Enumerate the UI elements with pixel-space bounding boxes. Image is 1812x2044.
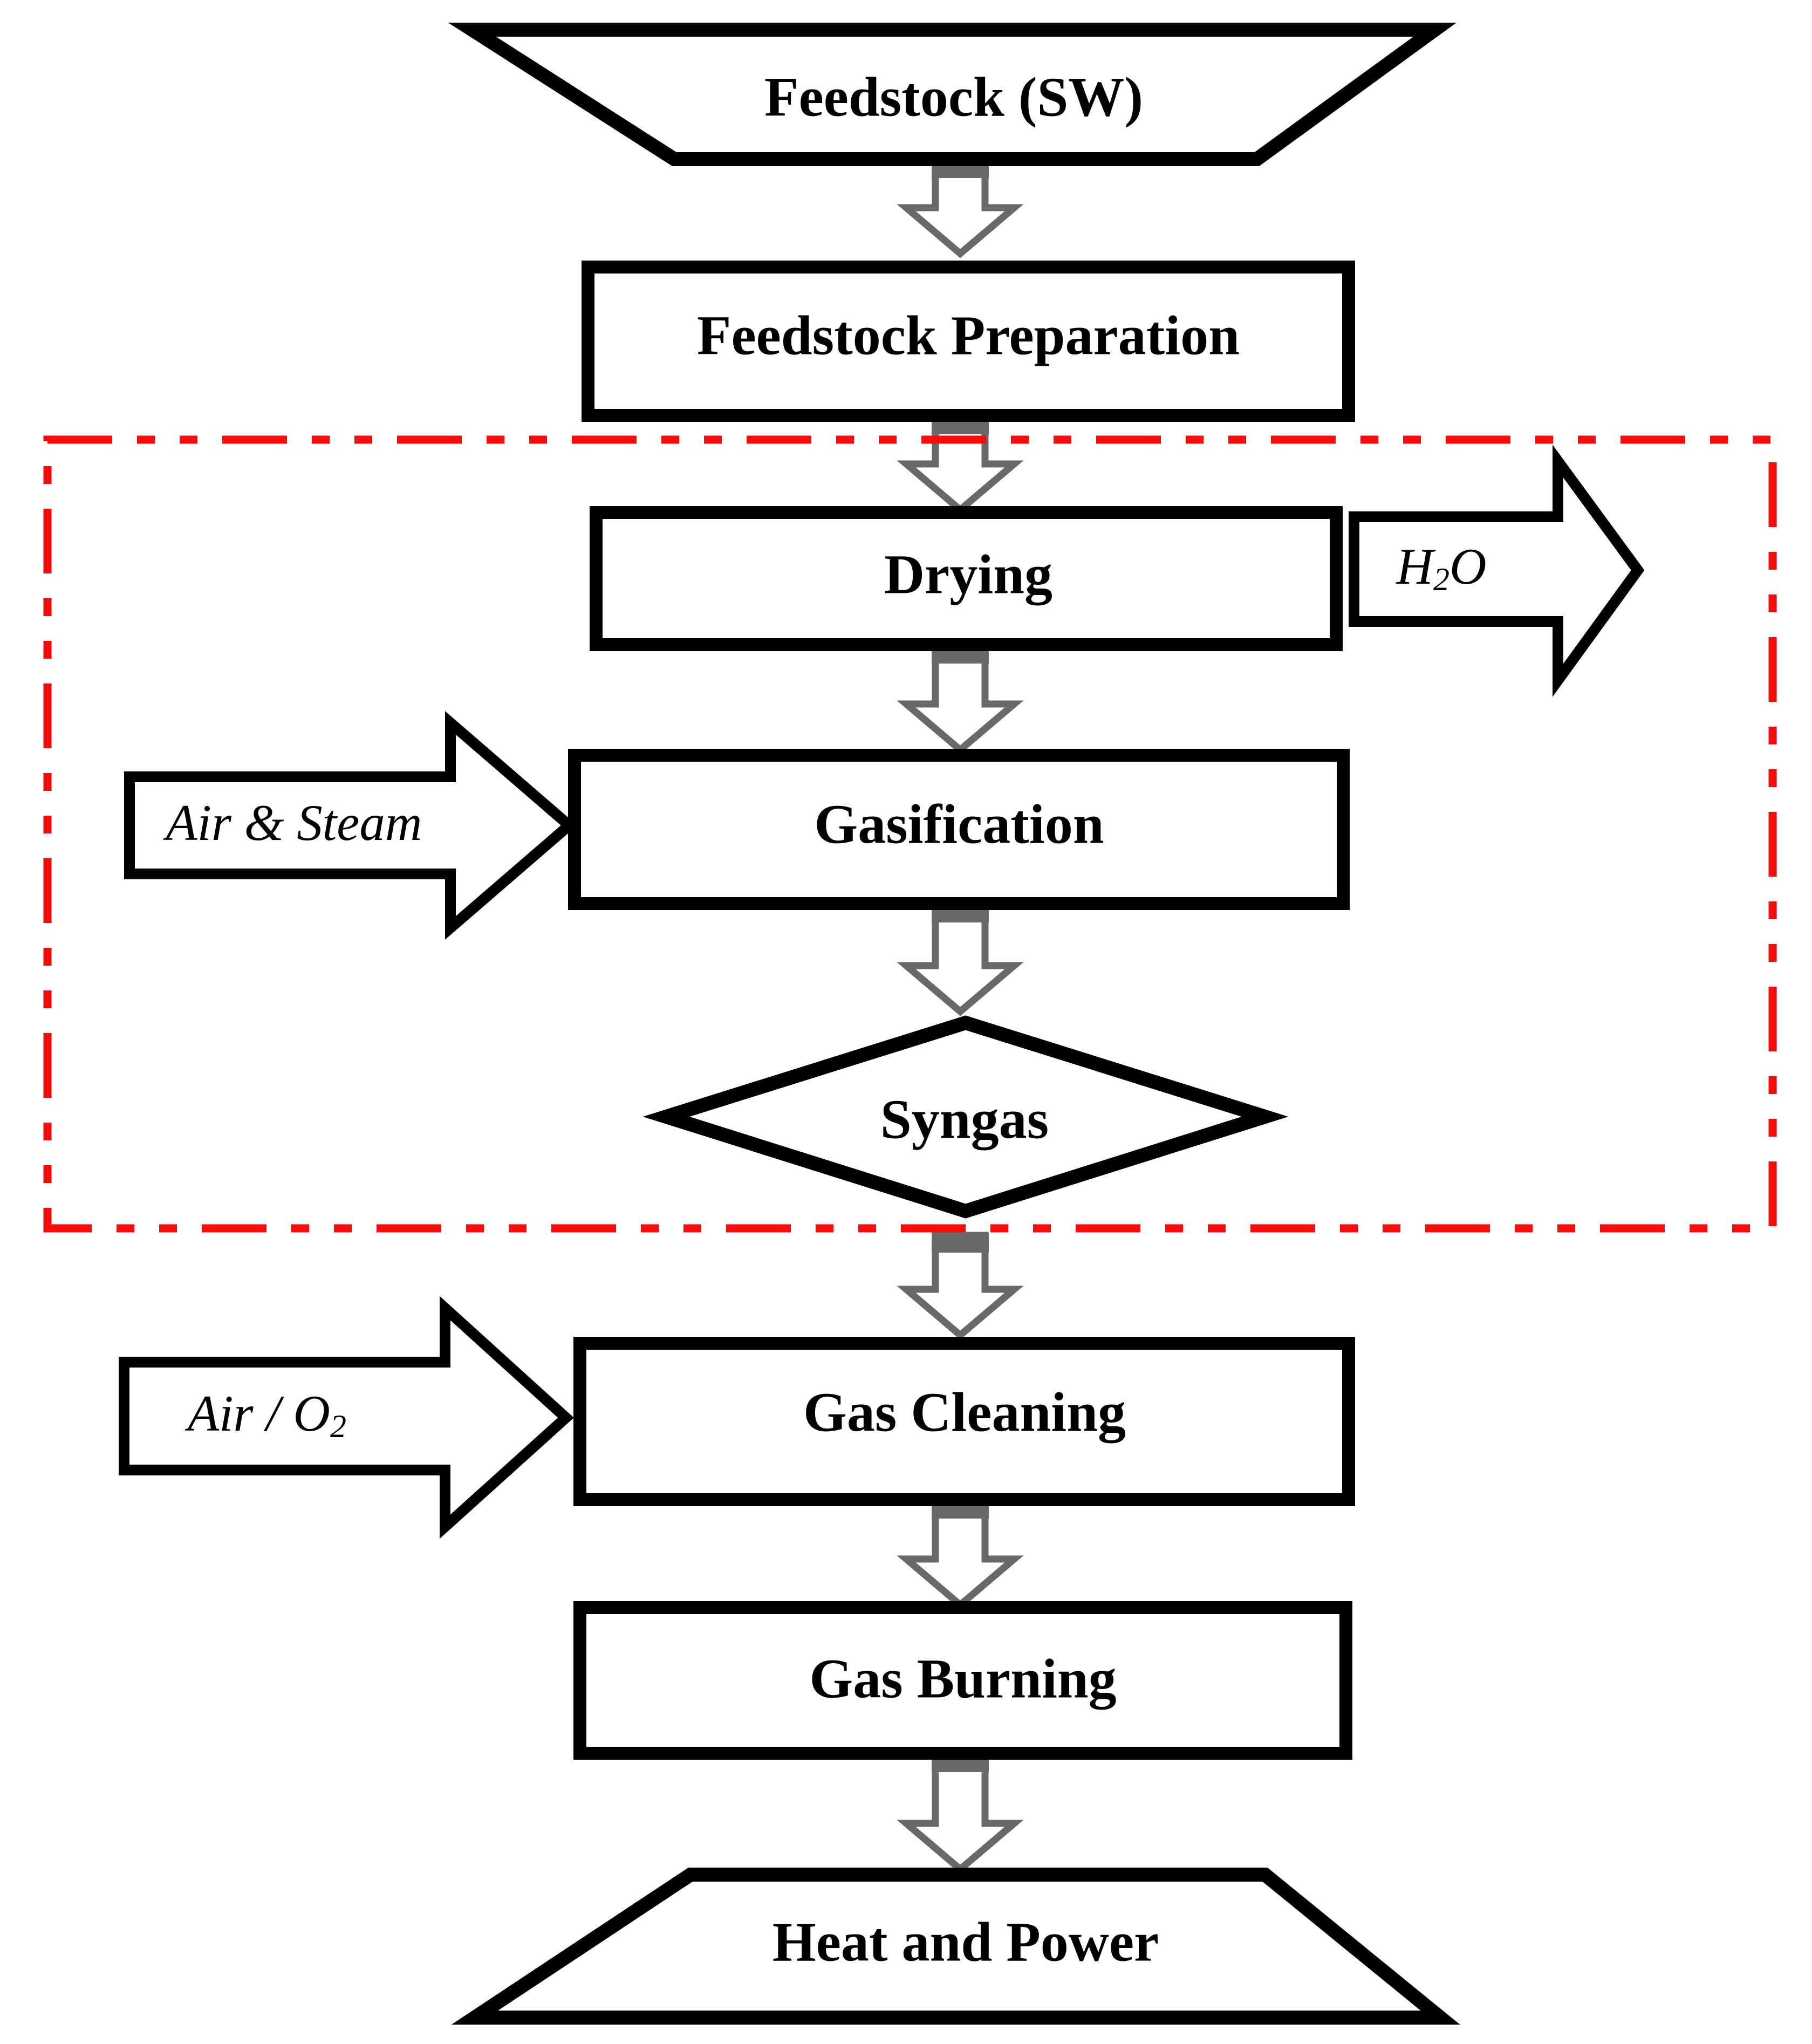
gasification-label: Gasification <box>814 794 1104 856</box>
heat-power-label: Heat and Power <box>772 1911 1159 1973</box>
feedstock-preparation-label: Feedstock Preparation <box>697 305 1240 367</box>
gas-burning-label: Gas Burning <box>809 1648 1116 1710</box>
gasification-box <box>568 749 1350 910</box>
syngas-label: Syngas <box>880 1089 1049 1151</box>
heat-power-trapezoid <box>451 1868 1460 2025</box>
feedstock-label: Feedstock (SW) <box>764 66 1143 128</box>
air-steam-label: Air & Steam <box>163 794 422 851</box>
gasification-boundary-box <box>43 435 1777 1233</box>
gas-burning-box <box>573 1601 1352 1760</box>
drying-label: Drying <box>884 544 1052 606</box>
air-o2-arrow <box>119 1296 574 1539</box>
syngas-diamond <box>642 1015 1289 1219</box>
h2o-label: H2O <box>1395 538 1486 597</box>
stream-arrows <box>119 445 1645 1539</box>
drying-box <box>590 506 1343 651</box>
feedstock-preparation-box <box>582 261 1355 422</box>
air-steam-arrow <box>124 711 578 940</box>
feedstock-trapezoid <box>448 23 1457 166</box>
process-nodes <box>448 23 1460 2025</box>
h2o-arrow <box>1349 445 1645 697</box>
gas-cleaning-label: Gas Cleaning <box>803 1382 1126 1444</box>
flow-arrow-5-cap <box>932 1233 989 1253</box>
air-o2-label: Air / O2 <box>184 1385 346 1444</box>
gas-cleaning-box <box>573 1337 1355 1506</box>
